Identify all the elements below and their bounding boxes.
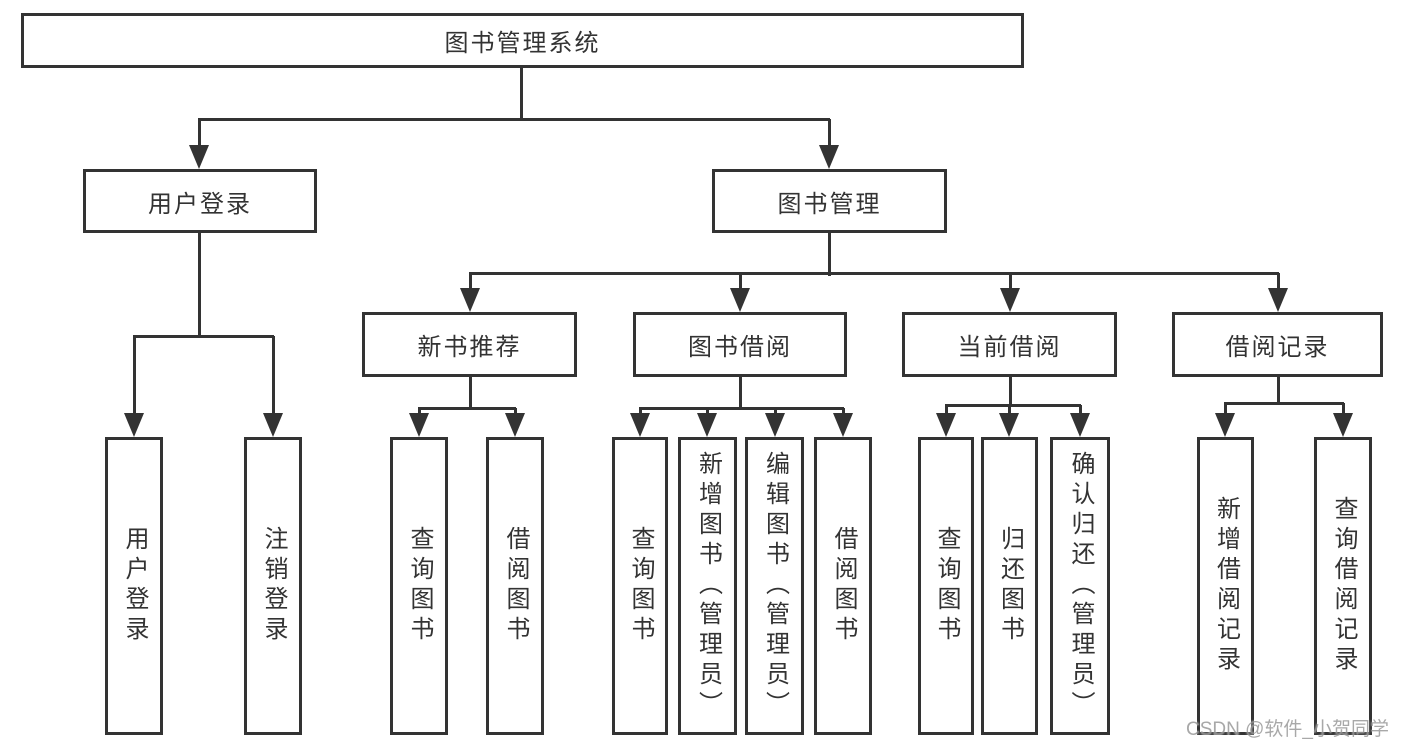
arrowhead-down-icon bbox=[999, 413, 1019, 437]
node-label: 查询借阅记录 bbox=[1330, 496, 1357, 676]
arrow-shaft bbox=[639, 408, 642, 417]
arrowhead-down-icon bbox=[697, 413, 717, 437]
arrow-shaft bbox=[1079, 405, 1082, 417]
arrowhead-down-icon bbox=[1215, 413, 1235, 437]
arrowhead-down-icon bbox=[630, 413, 650, 437]
arrow-shaft bbox=[198, 119, 201, 149]
node-label: 查询图书 bbox=[406, 526, 433, 646]
leaf-query-books-current: 查询图书 bbox=[918, 437, 974, 735]
leaf-return-books: 归还图书 bbox=[981, 437, 1038, 735]
arrowhead-down-icon bbox=[936, 413, 956, 437]
arrowhead-down-icon bbox=[263, 413, 283, 437]
arrow-shaft bbox=[1224, 403, 1227, 417]
arrowhead-down-icon bbox=[1070, 413, 1090, 437]
node-label: 用户登录 bbox=[121, 526, 148, 646]
node-label: 新增图书（管理员） bbox=[694, 451, 722, 721]
node-label: 借阅记录 bbox=[1225, 334, 1330, 361]
node-label: 查询图书 bbox=[627, 526, 654, 646]
connector-rail bbox=[1224, 402, 1344, 405]
node-label: 注销登录 bbox=[260, 526, 287, 646]
connector-stem bbox=[1009, 377, 1012, 407]
node-book-management: 图书管理 bbox=[712, 169, 947, 233]
arrowhead-down-icon bbox=[505, 413, 525, 437]
leaf-add-borrow-record: 新增借阅记录 bbox=[1197, 437, 1254, 735]
node-user-login: 用户登录 bbox=[83, 169, 317, 233]
node-label: 确认归还（管理员） bbox=[1067, 451, 1094, 721]
connector-rail bbox=[198, 118, 830, 121]
node-label: 查询图书 bbox=[933, 526, 960, 646]
csdn-watermark: CSDN @软件_小贺同学 bbox=[1186, 719, 1389, 740]
node-label: 图书借阅 bbox=[688, 334, 792, 361]
node-label: 编辑图书（管理员） bbox=[761, 451, 789, 721]
leaf-query-books-recommend: 查询图书 bbox=[390, 437, 448, 735]
arrow-shaft bbox=[739, 273, 742, 292]
connector-rail bbox=[418, 407, 516, 410]
arrowhead-down-icon bbox=[765, 413, 785, 437]
arrow-shaft bbox=[1009, 273, 1012, 292]
arrowhead-down-icon bbox=[124, 413, 144, 437]
arrow-shaft bbox=[272, 336, 275, 417]
leaf-confirm-return-admin: 确认归还（管理员） bbox=[1050, 437, 1110, 735]
arrow-shaft bbox=[828, 119, 831, 149]
arrow-shaft bbox=[133, 336, 136, 417]
leaf-add-books-admin: 新增图书（管理员） bbox=[678, 437, 737, 735]
node-label: 图书管理系统 bbox=[444, 30, 601, 57]
arrow-shaft bbox=[706, 408, 709, 417]
connector-stem bbox=[198, 233, 201, 338]
node-label: 借阅图书 bbox=[502, 526, 529, 646]
node-label: 当前借阅 bbox=[957, 334, 1062, 361]
leaf-user-login: 用户登录 bbox=[105, 437, 163, 735]
node-label: 图书管理 bbox=[777, 190, 882, 218]
arrow-shaft bbox=[1277, 273, 1280, 292]
connector-rail bbox=[469, 272, 1279, 275]
node-label: 归还图书 bbox=[996, 526, 1024, 646]
arrow-shaft bbox=[514, 408, 517, 417]
node-borrowing-records: 借阅记录 bbox=[1172, 312, 1383, 377]
connector-stem bbox=[828, 233, 831, 276]
leaf-query-borrow-record: 查询借阅记录 bbox=[1314, 437, 1372, 735]
leaf-borrow-books-recommend: 借阅图书 bbox=[486, 437, 544, 735]
leaf-logout: 注销登录 bbox=[244, 437, 302, 735]
node-label: 新增借阅记录 bbox=[1212, 496, 1240, 676]
arrow-shaft bbox=[945, 405, 948, 417]
arrow-shaft bbox=[842, 408, 845, 417]
connector-stem bbox=[469, 377, 472, 410]
arrowhead-down-icon bbox=[1000, 288, 1020, 312]
leaf-edit-books-admin: 编辑图书（管理员） bbox=[745, 437, 804, 735]
arrow-shaft bbox=[1008, 405, 1011, 417]
node-book-borrowing: 图书借阅 bbox=[633, 312, 847, 377]
connector-rail bbox=[945, 404, 1081, 407]
connector-stem bbox=[520, 68, 523, 121]
node-label: 借阅图书 bbox=[830, 526, 857, 646]
arrow-shaft bbox=[774, 408, 777, 417]
arrowhead-down-icon bbox=[1333, 413, 1353, 437]
leaf-borrow-books: 借阅图书 bbox=[814, 437, 872, 735]
arrow-shaft bbox=[469, 273, 472, 292]
node-label: 用户登录 bbox=[148, 190, 252, 218]
node-root-library-management-system: 图书管理系统 bbox=[21, 13, 1024, 68]
node-current-borrowing: 当前借阅 bbox=[902, 312, 1117, 377]
connector-stem bbox=[1277, 377, 1280, 405]
node-new-book-recommendation: 新书推荐 bbox=[362, 312, 577, 377]
arrowhead-down-icon bbox=[189, 145, 209, 169]
node-label: 新书推荐 bbox=[417, 334, 522, 361]
leaf-query-books-borrowing: 查询图书 bbox=[612, 437, 668, 735]
connector-stem bbox=[739, 377, 742, 410]
arrowhead-down-icon bbox=[819, 145, 839, 169]
arrowhead-down-icon bbox=[730, 288, 750, 312]
arrowhead-down-icon bbox=[460, 288, 480, 312]
connector-rail bbox=[639, 407, 844, 410]
connector-rail bbox=[133, 335, 274, 338]
arrowhead-down-icon bbox=[1268, 288, 1288, 312]
arrowhead-down-icon bbox=[833, 413, 853, 437]
arrow-shaft bbox=[418, 408, 421, 417]
arrow-shaft bbox=[1342, 403, 1345, 417]
arrowhead-down-icon bbox=[409, 413, 429, 437]
